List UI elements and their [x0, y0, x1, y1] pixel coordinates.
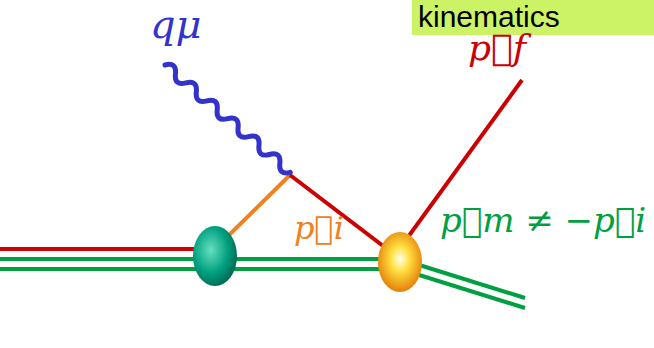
- fsi-vertex-blob: [378, 232, 422, 292]
- momentum-label: p⃗m ≠ −p⃗i: [440, 203, 646, 237]
- momentum-label: p⃗i: [294, 212, 344, 244]
- highlight-tag: kinematics: [412, 0, 654, 35]
- momentum-label: p⃗f: [468, 30, 526, 66]
- photon-wavy-line: [162, 61, 294, 176]
- struck-nucleon-line: [222, 175, 290, 242]
- photon-label: qμ: [150, 4, 202, 44]
- incoming-nucleon-line: [0, 247, 205, 251]
- nucleus-vertex-blob: [193, 226, 237, 286]
